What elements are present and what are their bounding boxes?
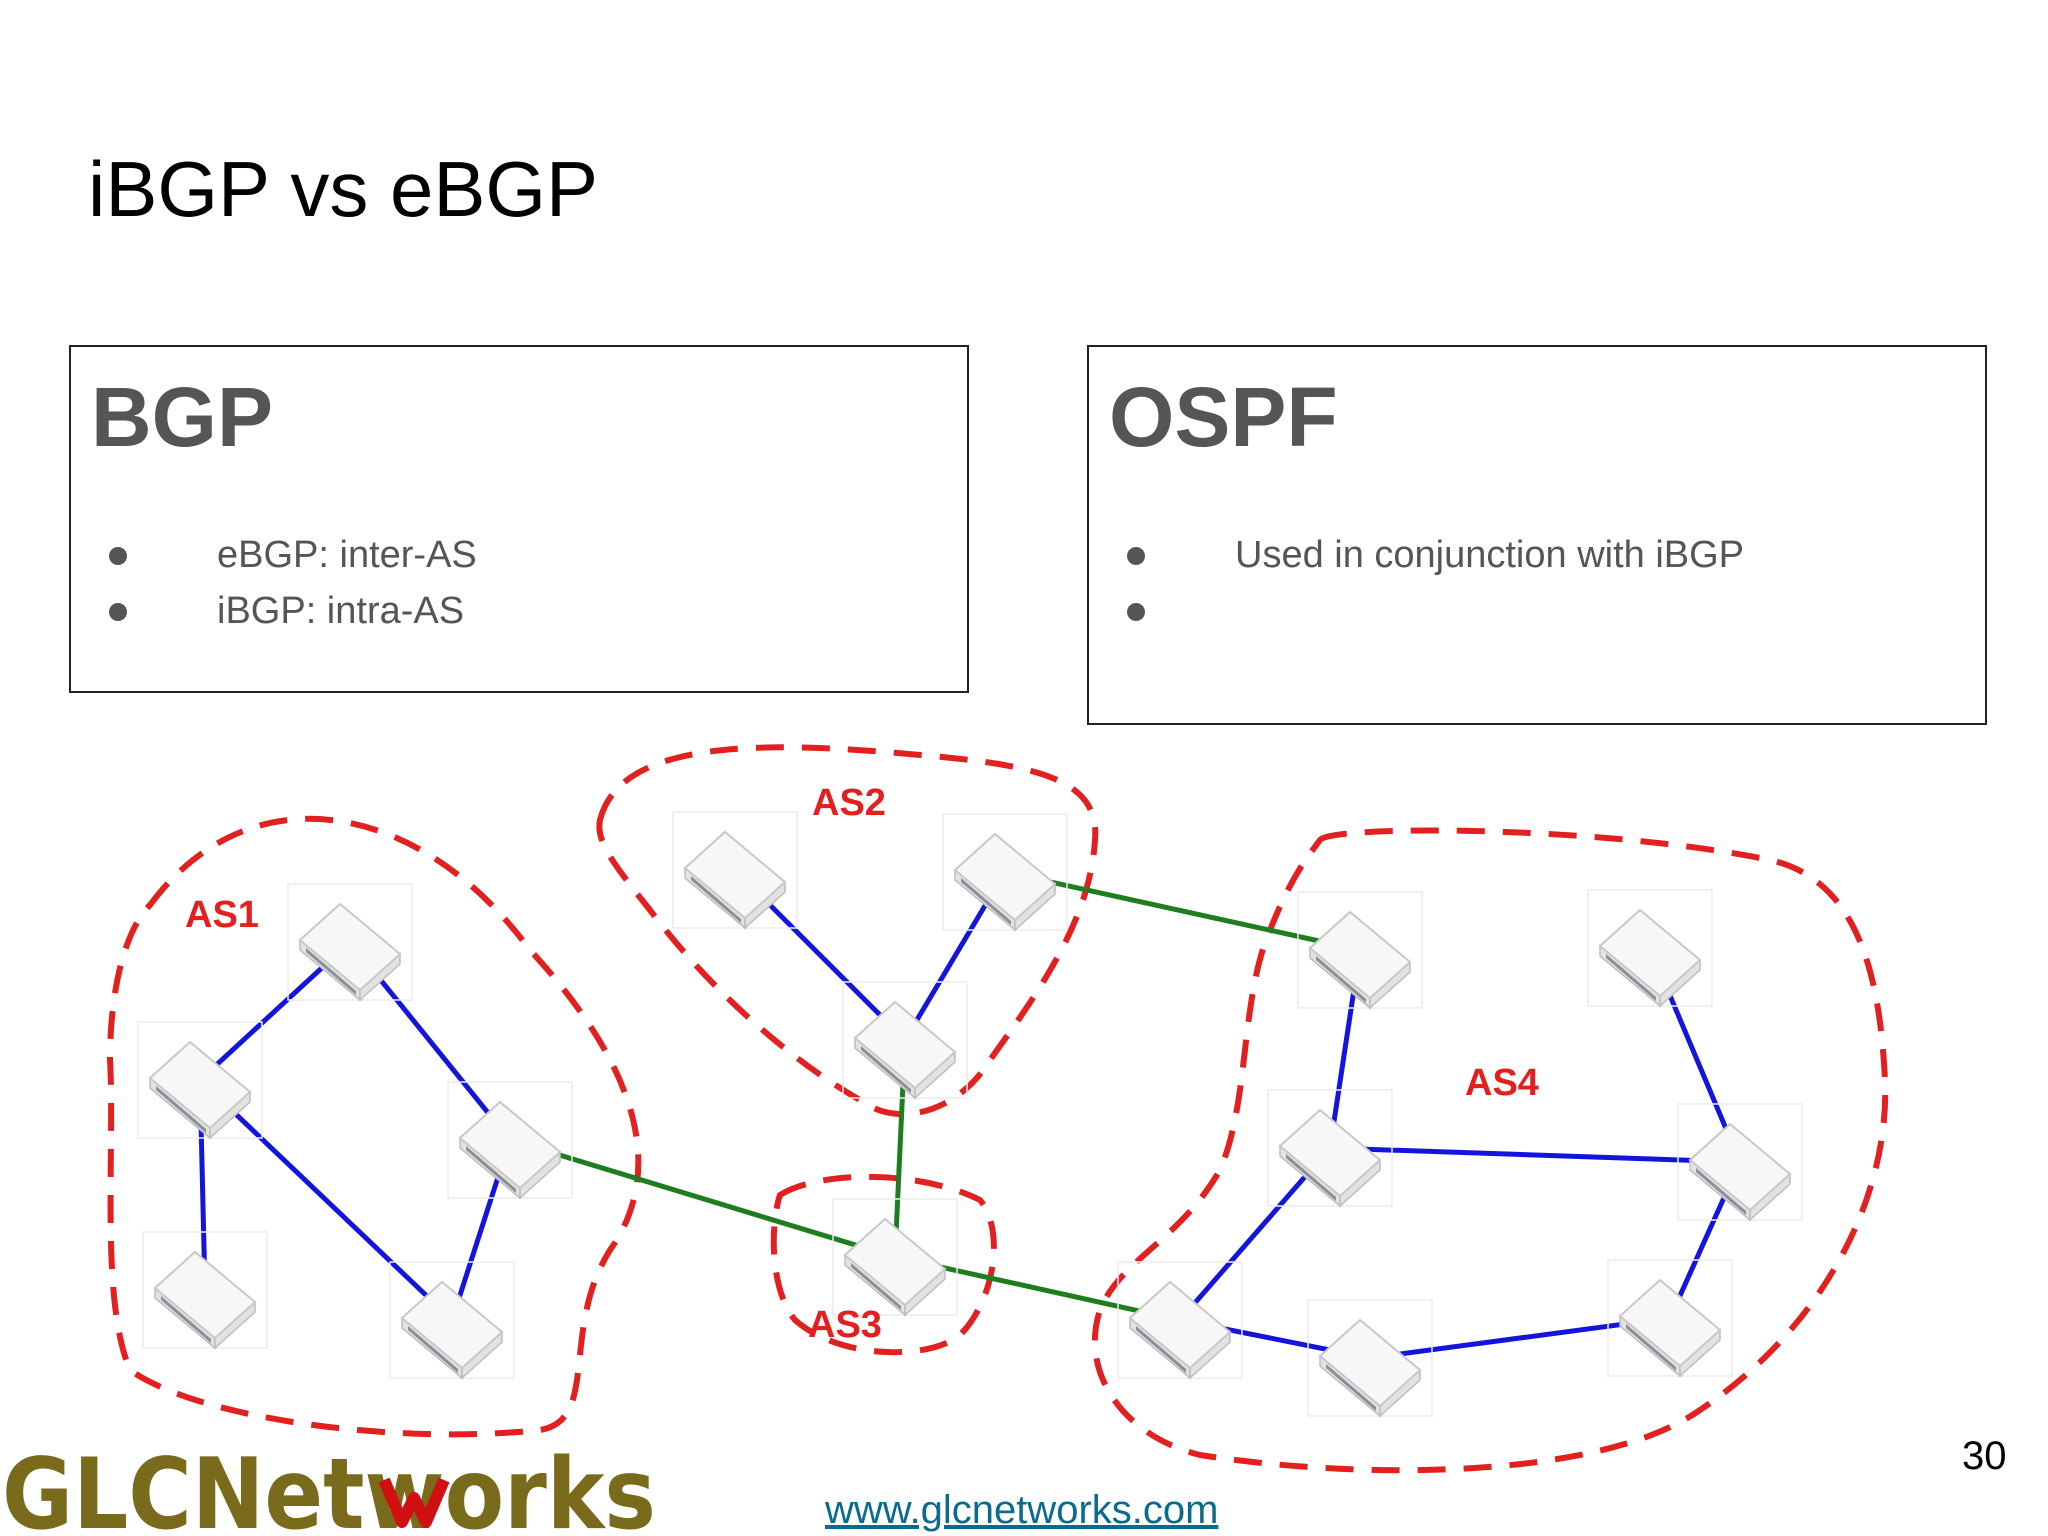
website-link[interactable]: www.glcnetworks.com: [825, 1488, 1219, 1532]
ospf-heading: OSPF: [1109, 370, 1338, 464]
intra-as-link: [1329, 1145, 1741, 1165]
bgp-heading: BGP: [91, 370, 274, 464]
bgp-bullet-item: iBGP: intra-AS: [109, 583, 477, 639]
as2-label: AS2: [812, 782, 886, 824]
router-icon: [942, 813, 1068, 931]
ospf-panel: OSPF Used in conjunction with iBGP: [1087, 345, 1987, 725]
bgp-bullet-text: eBGP: inter-AS: [217, 534, 477, 576]
as1-boundary: [106, 815, 642, 1438]
as4-label: AS4: [1465, 1062, 1539, 1104]
as3-label: AS3: [808, 1304, 882, 1346]
router-icon: [1117, 1261, 1243, 1379]
bullet-icon: [1127, 547, 1145, 565]
bgp-panel: BGP eBGP: inter-AS iBGP: intra-AS: [69, 345, 969, 693]
as-boundaries: [106, 744, 1889, 1474]
bgp-bullet-text: iBGP: intra-AS: [217, 590, 465, 632]
as2-boundary: [596, 744, 1099, 1117]
as4-boundary: [1092, 827, 1889, 1474]
bullet-icon: [109, 603, 127, 621]
router-icon: [1677, 1103, 1803, 1221]
as3-boundary: [770, 1173, 997, 1356]
inter-as-link: [1004, 869, 1361, 953]
router-icon: [447, 1081, 573, 1199]
router-icon: [1607, 1259, 1733, 1377]
svg-text:GLCNetworks: GLCNetworks: [2, 1440, 656, 1536]
glcnetworks-logo: GLCNetworks: [2, 1440, 656, 1536]
bullet-icon: [109, 547, 127, 565]
ospf-bullet-item: [1127, 583, 1744, 639]
as1-label: AS1: [185, 894, 259, 936]
router-icon: [1587, 889, 1713, 1007]
ospf-bullet-text: Used in conjunction with iBGP: [1235, 534, 1745, 576]
as-topology-diagram: AS1 AS2 AS3 AS4: [106, 744, 1889, 1474]
router-icon: [1297, 891, 1423, 1009]
ospf-bullet-list: Used in conjunction with iBGP: [1127, 527, 1744, 639]
ospf-bullet-item: Used in conjunction with iBGP: [1127, 527, 1744, 583]
bgp-bullet-list: eBGP: inter-AS iBGP: intra-AS: [109, 527, 477, 639]
bgp-bullet-item: eBGP: inter-AS: [109, 527, 477, 583]
links: [197, 868, 1743, 1361]
router-icon: [1307, 1299, 1433, 1417]
intra-as-link: [198, 1078, 454, 1322]
slide-title: iBGP vs eBGP: [88, 145, 599, 233]
inter-as-link: [509, 1137, 896, 1260]
bullet-icon: [1127, 603, 1145, 621]
page-number: 30: [1962, 1434, 2007, 1478]
